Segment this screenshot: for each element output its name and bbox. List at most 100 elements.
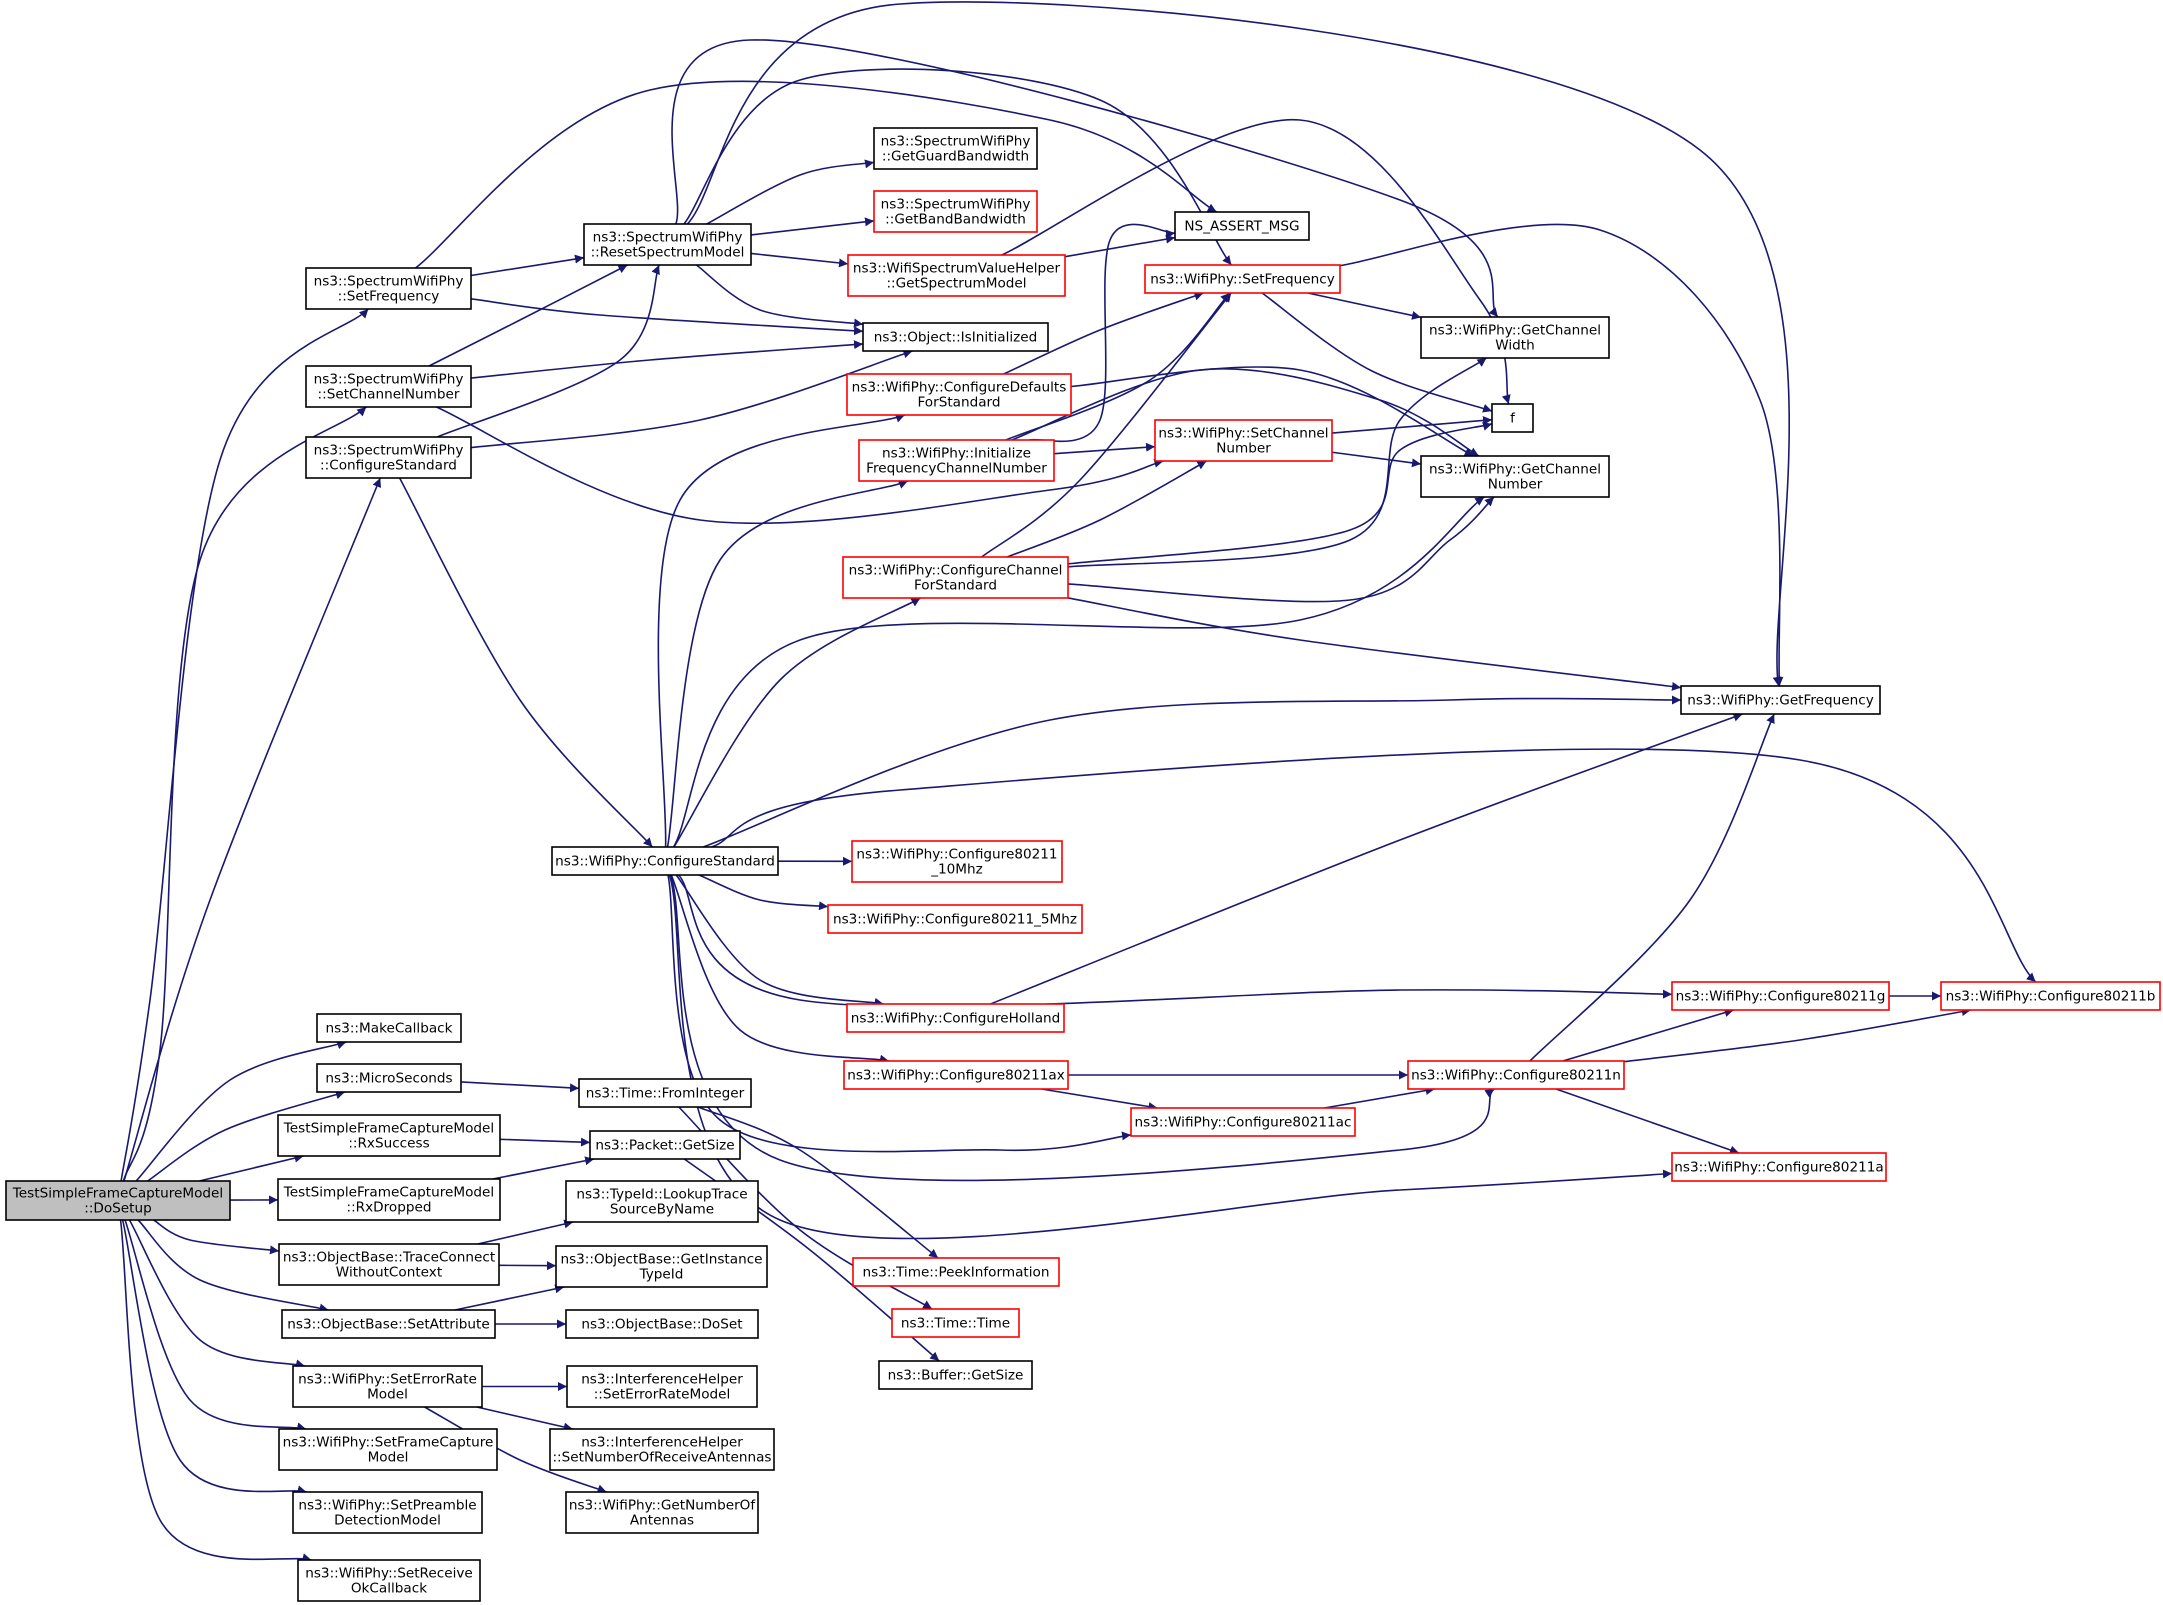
node-isinit[interactable]: ns3::Object::IsInitialized xyxy=(862,322,1049,352)
node-peek[interactable]: ns3::Time::PeekInformation xyxy=(852,1257,1060,1287)
node-wp_ac[interactable]: ns3::WifiPhy::Configure80211ac xyxy=(1130,1107,1356,1137)
node-box[interactable] xyxy=(578,1078,752,1108)
node-sw_band[interactable]: ns3::SpectrumWifiPhy::GetBandBandwidth xyxy=(873,190,1038,233)
node-box[interactable] xyxy=(847,254,1066,297)
node-wp_g[interactable]: ns3::WifiPhy::Configure80211g xyxy=(1671,981,1890,1011)
node-box[interactable] xyxy=(846,373,1072,416)
node-frominteger[interactable]: ns3::Time::FromInteger xyxy=(578,1078,752,1108)
node-wp_n[interactable]: ns3::WifiPhy::Configure80211n xyxy=(1407,1060,1625,1090)
node-box[interactable] xyxy=(549,1428,775,1471)
node-box[interactable] xyxy=(846,1003,1065,1033)
node-seterr[interactable]: ns3::WifiPhy::SetErrorRateModel xyxy=(292,1365,483,1408)
node-box[interactable] xyxy=(891,1308,1020,1338)
node-box[interactable] xyxy=(878,1360,1033,1390)
node-box[interactable] xyxy=(1130,1107,1356,1137)
node-box[interactable] xyxy=(305,365,472,408)
node-wp_holland[interactable]: ns3::WifiPhy::ConfigureHolland xyxy=(846,1003,1065,1033)
node-wp_cfgdef[interactable]: ns3::WifiPhy::ConfigureDefaultsForStanda… xyxy=(846,373,1072,416)
node-assert[interactable]: NS_ASSERT_MSG xyxy=(1174,211,1310,241)
node-wp_b[interactable]: ns3::WifiPhy::Configure80211b xyxy=(1940,981,2161,1011)
node-wp_a[interactable]: ns3::WifiPhy::Configure80211a xyxy=(1671,1152,1887,1182)
node-box[interactable] xyxy=(565,1491,759,1534)
node-box[interactable] xyxy=(281,1309,496,1339)
node-sw_setchan[interactable]: ns3::SpectrumWifiPhy::SetChannelNumber xyxy=(305,365,472,408)
node-wp_10mhz[interactable]: ns3::WifiPhy::Configure80211_10Mhz xyxy=(851,840,1063,883)
node-sw_setfreq[interactable]: ns3::SpectrumWifiPhy::SetFrequency xyxy=(305,267,472,310)
node-box[interactable] xyxy=(827,904,1083,934)
node-box[interactable] xyxy=(292,1365,483,1408)
node-box[interactable] xyxy=(873,190,1038,233)
node-box[interactable] xyxy=(1940,981,2161,1011)
node-wp_cfgchan[interactable]: ns3::WifiPhy::ConfigureChannelForStandar… xyxy=(842,556,1069,599)
node-box[interactable] xyxy=(1420,316,1610,359)
node-setattr[interactable]: ns3::ObjectBase::SetAttribute xyxy=(281,1309,496,1339)
node-ih_seterr[interactable]: ns3::InterferenceHelper::SetErrorRateMod… xyxy=(566,1365,758,1408)
node-box[interactable] xyxy=(1420,455,1610,498)
node-box[interactable] xyxy=(292,1491,483,1534)
node-traceconn[interactable]: ns3::ObjectBase::TraceConnectWithoutCont… xyxy=(278,1243,500,1286)
node-box[interactable] xyxy=(551,846,779,876)
node-root[interactable]: TestSimpleFrameCaptureModel::DoSetup xyxy=(5,1180,231,1221)
node-box[interactable] xyxy=(589,1130,741,1160)
node-wp_getfreq[interactable]: ns3::WifiPhy::GetFrequency xyxy=(1680,685,1881,715)
node-box[interactable] xyxy=(1174,211,1310,241)
node-box[interactable] xyxy=(1671,981,1890,1011)
node-wp_cfgstd[interactable]: ns3::WifiPhy::ConfigureStandard xyxy=(551,846,779,876)
node-rxdrop[interactable]: TestSimpleFrameCaptureModel::RxDropped xyxy=(277,1178,501,1221)
node-sw_cfgstd[interactable]: ns3::SpectrumWifiPhy::ConfigureStandard xyxy=(305,436,472,479)
node-box[interactable] xyxy=(555,1245,768,1288)
node-doset[interactable]: ns3::ObjectBase::DoSet xyxy=(565,1309,759,1339)
node-box[interactable] xyxy=(1407,1060,1625,1090)
node-box[interactable] xyxy=(5,1180,231,1221)
node-wp_5mhz[interactable]: ns3::WifiPhy::Configure80211_5Mhz xyxy=(827,904,1083,934)
node-box[interactable] xyxy=(316,1063,462,1093)
node-box[interactable] xyxy=(583,223,752,266)
node-bufsize[interactable]: ns3::Buffer::GetSize xyxy=(878,1360,1033,1390)
node-box[interactable] xyxy=(278,1243,500,1286)
node-box[interactable] xyxy=(1144,264,1341,294)
node-box[interactable] xyxy=(277,1178,501,1221)
node-box[interactable] xyxy=(843,1060,1069,1090)
node-box[interactable] xyxy=(851,840,1063,883)
node-box[interactable] xyxy=(316,1013,462,1043)
node-box[interactable] xyxy=(852,1257,1060,1287)
node-box[interactable] xyxy=(862,322,1049,352)
node-box[interactable] xyxy=(873,127,1038,170)
node-timetime[interactable]: ns3::Time::Time xyxy=(891,1308,1020,1338)
node-wp_initfc[interactable]: ns3::WifiPhy::InitializeFrequencyChannel… xyxy=(858,439,1055,482)
node-box[interactable] xyxy=(305,436,472,479)
node-box[interactable] xyxy=(297,1559,481,1602)
node-pktsize[interactable]: ns3::Packet::GetSize xyxy=(589,1130,741,1160)
node-box[interactable] xyxy=(565,1180,759,1223)
node-box[interactable] xyxy=(858,439,1055,482)
node-wp_setfreq[interactable]: ns3::WifiPhy::SetFrequency xyxy=(1144,264,1341,294)
node-micro[interactable]: ns3::MicroSeconds xyxy=(316,1063,462,1093)
node-box[interactable] xyxy=(278,1428,498,1471)
node-box[interactable] xyxy=(1491,403,1534,433)
node-box[interactable] xyxy=(277,1114,501,1157)
node-rxsucc[interactable]: TestSimpleFrameCaptureModel::RxSuccess xyxy=(277,1114,501,1157)
node-box[interactable] xyxy=(305,267,472,310)
node-wsvh[interactable]: ns3::WifiSpectrumValueHelper::GetSpectru… xyxy=(847,254,1066,297)
node-sw_reset[interactable]: ns3::SpectrumWifiPhy::ResetSpectrumModel xyxy=(583,223,752,266)
node-wp_setchan[interactable]: ns3::WifiPhy::SetChannelNumber xyxy=(1154,419,1333,462)
node-box[interactable] xyxy=(1671,1152,1887,1182)
node-wp_ax[interactable]: ns3::WifiPhy::Configure80211ax xyxy=(843,1060,1069,1090)
node-f[interactable]: f xyxy=(1491,403,1534,433)
node-box[interactable] xyxy=(566,1365,758,1408)
node-box[interactable] xyxy=(1154,419,1333,462)
node-sw_guard[interactable]: ns3::SpectrumWifiPhy::GetGuardBandwidth xyxy=(873,127,1038,170)
node-makecb[interactable]: ns3::MakeCallback xyxy=(316,1013,462,1043)
node-box[interactable] xyxy=(1680,685,1881,715)
node-box[interactable] xyxy=(842,556,1069,599)
node-box[interactable] xyxy=(565,1309,759,1339)
node-ih_setnum[interactable]: ns3::InterferenceHelper::SetNumberOfRece… xyxy=(549,1428,775,1471)
